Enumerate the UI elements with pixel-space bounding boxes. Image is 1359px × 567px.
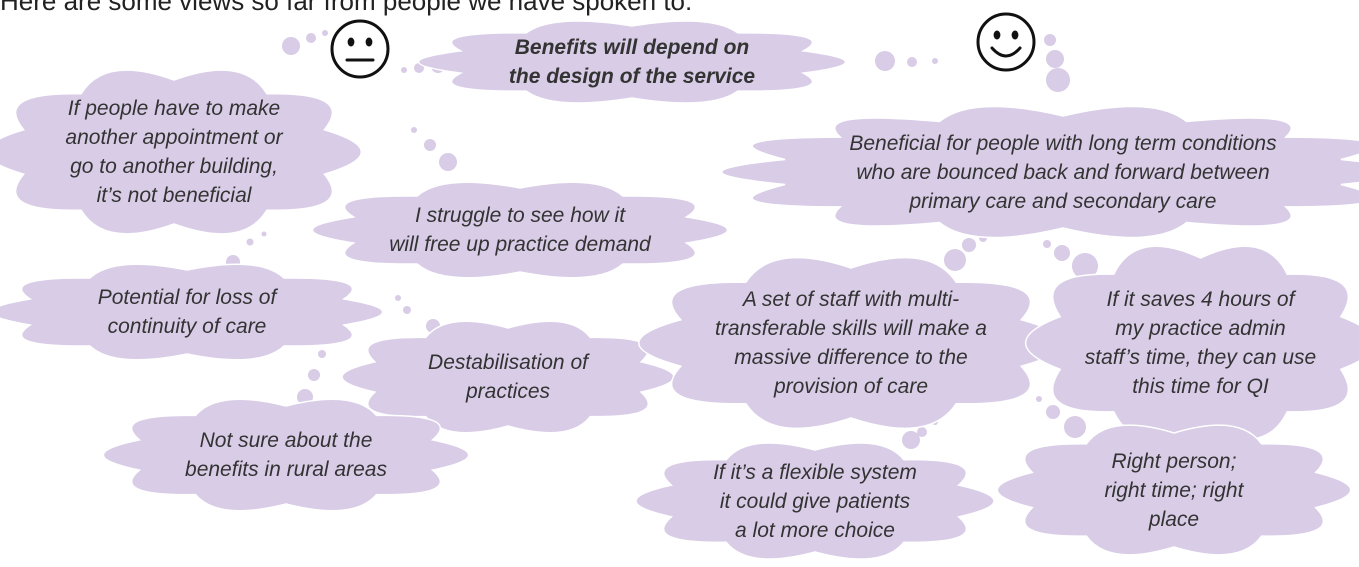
cloud-right-person	[996, 424, 1352, 556]
thought-tail-bubble	[1043, 240, 1051, 248]
cloud-text-rural: Not sure about the benefits in rural are…	[185, 429, 387, 481]
thought-tail-bubble	[1064, 416, 1086, 438]
thought-tail-bubble	[1036, 396, 1042, 402]
cloud-text-practice-demand: I struggle to see how it will free up pr…	[389, 204, 651, 256]
thought-tail-bubble	[932, 58, 938, 64]
thought-tail-bubble	[322, 30, 328, 36]
thought-tail-bubble	[261, 231, 267, 237]
thought-tail-bubble	[411, 127, 417, 133]
cloud-benefits-design	[418, 20, 846, 104]
thought-tail-bubble	[282, 37, 300, 55]
thought-tail-bubble	[306, 33, 316, 43]
thought-tail-bubble	[246, 238, 254, 246]
cloud-text-benefits-design: Benefits will depend on the design of th…	[508, 36, 756, 88]
thought-tail-bubble	[962, 238, 976, 252]
cloud-practice-demand	[312, 181, 728, 279]
thought-tail-bubble	[1072, 253, 1098, 279]
cloud-rural	[102, 398, 470, 512]
thought-tail-bubble	[1044, 34, 1056, 46]
thought-tail-bubble	[318, 350, 326, 358]
thought-tail-bubble	[401, 67, 407, 73]
cloud-long-term	[720, 105, 1359, 239]
thought-tail-bubble	[1046, 50, 1064, 68]
cloud-text-long-term: Beneficial for people with long term con…	[849, 131, 1277, 213]
thought-tail-bubble	[395, 295, 401, 301]
cloud-text-right-person: Right person; right time; right place	[1104, 449, 1244, 531]
cloud-text-multi-skills: A set of staff with multi- transferable …	[715, 288, 987, 398]
thought-tail-bubble	[917, 427, 927, 437]
cloud-flexible	[635, 442, 995, 560]
thought-tail-bubble	[1054, 245, 1070, 261]
thought-tail-bubble	[875, 51, 895, 71]
thought-tail-bubble	[944, 249, 966, 271]
thought-tail-bubble	[1046, 68, 1070, 92]
cloud-text-admin-time: If it saves 4 hours of my practice admin…	[1084, 288, 1317, 398]
cloud-text-flexible: If it’s a flexible system it could give …	[713, 460, 917, 542]
page-heading: Here are some views so far from people w…	[0, 0, 693, 16]
thought-tail-bubble	[1046, 405, 1060, 419]
cloud-text-continuity: Potential for loss of continuity of care	[97, 286, 277, 338]
cloud-multi-skills	[638, 256, 1064, 430]
cloud-text-appointment: If people have to make another appointme…	[65, 97, 283, 207]
thought-tail-bubble	[907, 57, 917, 67]
cloud-continuity	[0, 263, 384, 361]
cloud-text-destabilisation: Destabilisation of practices	[428, 351, 588, 403]
cloud-appointment	[0, 69, 362, 235]
thought-tail-bubble	[439, 153, 457, 171]
thought-tail-bubble	[424, 139, 436, 151]
neutral-face-icon	[330, 19, 390, 79]
smiley-face-icon	[976, 12, 1036, 72]
thought-tail-bubble	[403, 306, 411, 314]
thought-tail-bubble	[902, 431, 920, 449]
thought-tail-bubble	[308, 369, 320, 381]
